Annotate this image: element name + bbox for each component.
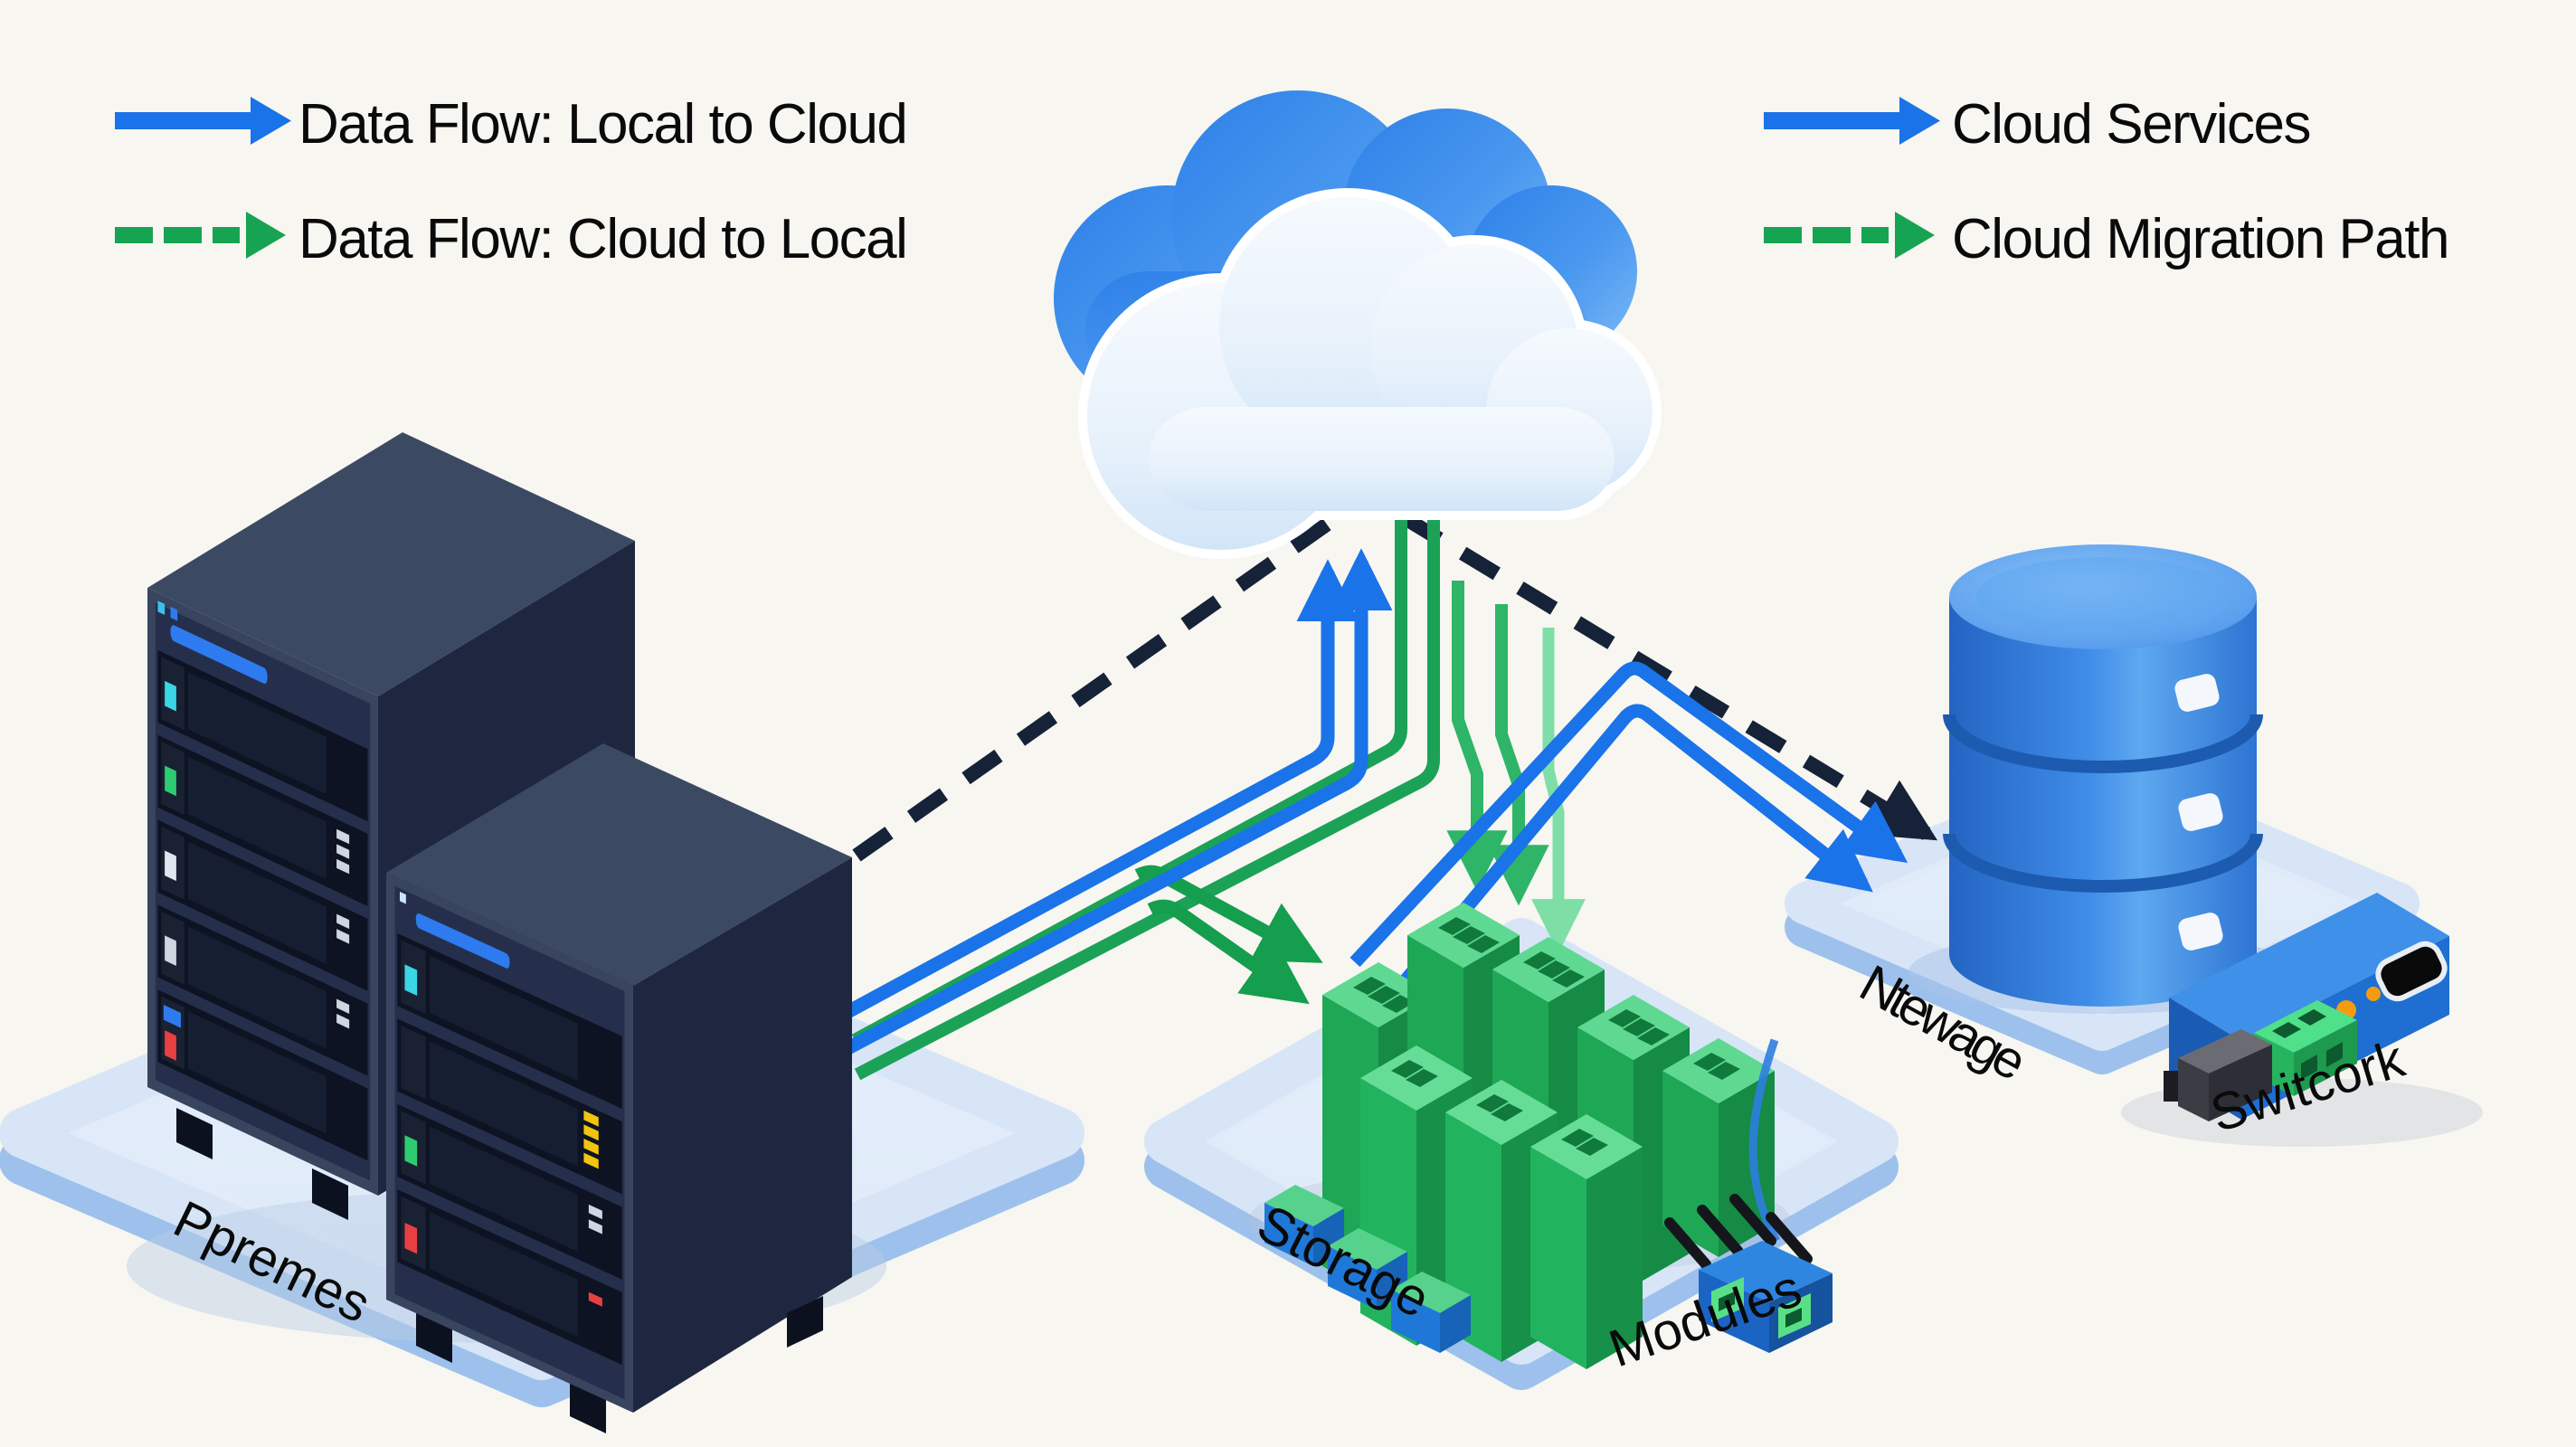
legend-label: Data Flow: Cloud to Local — [298, 208, 906, 270]
blue-connector-block — [1699, 1241, 1833, 1353]
plug — [2164, 1029, 2272, 1121]
dashed-green-arrow-icon — [115, 212, 286, 259]
server-rack-2 — [386, 743, 852, 1433]
legend-item-cloud-to-local: Data Flow: Cloud to Local — [115, 208, 908, 270]
dashed-green-arrow-icon — [1764, 212, 1935, 259]
to-database-arrow-1 — [1350, 661, 1908, 968]
legend-label: Cloud Services — [1952, 93, 2310, 156]
cable — [1748, 1038, 1780, 1244]
cloud-to-local-line-1 — [851, 449, 1407, 1046]
connector-pins — [1664, 1194, 1813, 1270]
legend-item-migration-path: Cloud Migration Path — [1764, 208, 2449, 270]
server-rack-1-front — [147, 588, 378, 1196]
legend-item-cloud-services: Cloud Services — [1764, 93, 2311, 156]
legend-right: Cloud Services Cloud Migration Path — [1764, 93, 2449, 270]
legend-item-local-to-cloud: Data Flow: Local to Cloud — [115, 93, 908, 156]
local-to-cloud-arrow-2 — [839, 548, 1393, 1057]
server-rack-2-front — [386, 873, 633, 1413]
drive-bays — [397, 932, 622, 1366]
legend-label: Data Flow: Local to Cloud — [298, 93, 906, 156]
blue-flow-lines — [836, 548, 1908, 1057]
green-flow-lines — [851, 449, 1586, 1081]
solid-blue-arrow-icon — [1764, 112, 1899, 129]
storage-module-grid — [1264, 903, 1833, 1369]
storage-module — [1662, 1038, 1775, 1257]
legend-label: Cloud Migration Path — [1952, 208, 2448, 270]
local-to-cloud-arrow-1 — [836, 559, 1359, 1023]
drive-bays — [157, 649, 368, 1161]
to-database-arrow-2 — [1382, 704, 1873, 1007]
solid-blue-arrow-icon — [115, 112, 251, 129]
storage-module — [1530, 1114, 1643, 1369]
network-switch-icon — [2164, 893, 2449, 1121]
legend-left: Data Flow: Local to Cloud Data Flow: Clo… — [115, 93, 908, 270]
small-blue-box — [1391, 1272, 1471, 1353]
database-icon — [1943, 544, 2263, 1007]
cloud-to-local-line-2 — [854, 458, 1440, 1081]
cloud-icon — [1054, 90, 1662, 559]
cloud-to-storage-arrow-3 — [1531, 628, 1586, 953]
local-to-storage-arrow-2 — [1147, 899, 1310, 1005]
